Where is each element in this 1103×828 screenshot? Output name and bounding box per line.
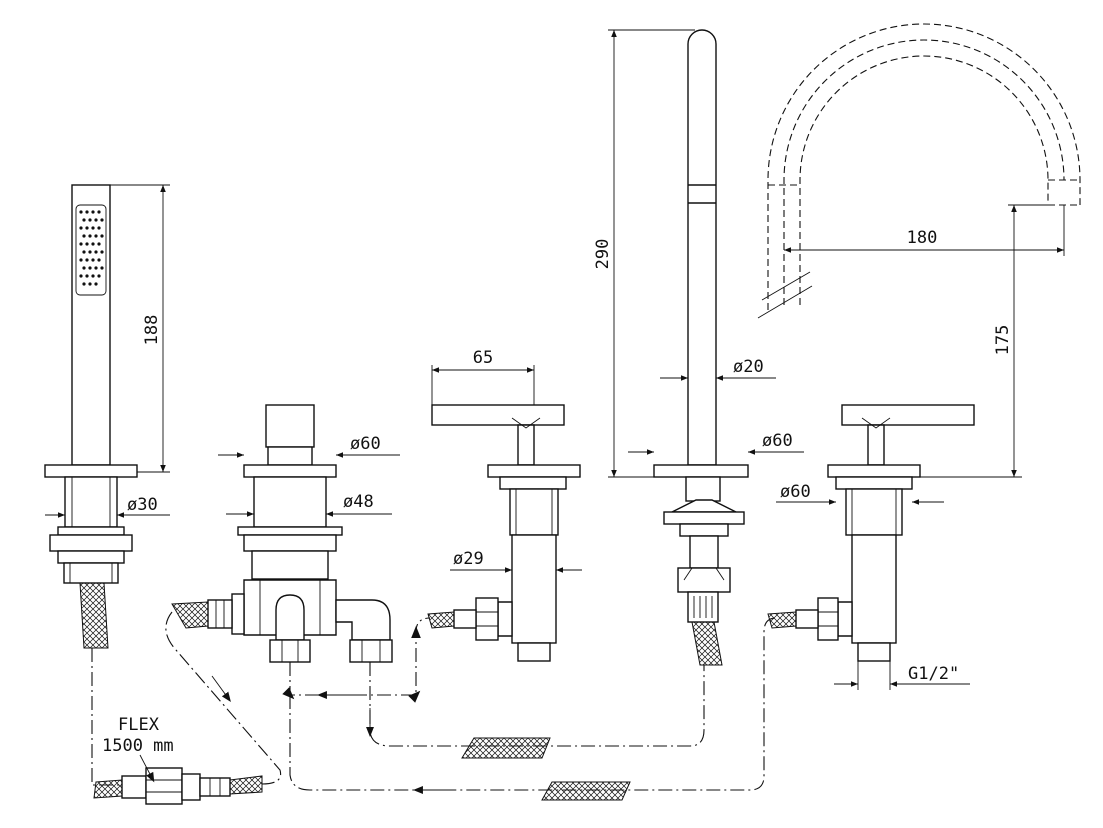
dimension-connection-thread: G1/2"	[834, 661, 970, 690]
dim-g12-label: G1/2"	[908, 664, 959, 684]
shower-head-nozzles	[79, 210, 104, 286]
dimension-valve-body: ø29	[450, 549, 582, 573]
dimension-spout-projection: 180	[784, 205, 1065, 256]
dimension-hand-shower-length: 188	[110, 184, 170, 473]
dim-29-label: ø29	[453, 549, 484, 569]
dimension-handle-length: 65	[431, 348, 535, 405]
dimension-spout-rosette: ø60	[628, 431, 804, 455]
spout	[653, 29, 749, 666]
dim-20-label: ø20	[733, 357, 764, 377]
dim-60-right-label: ø60	[780, 482, 811, 502]
dimension-spout-outlet-height: 175	[920, 204, 1048, 478]
dimension-diverter-rosette: ø60	[218, 434, 400, 458]
flex-length-label: 1500 mm	[102, 736, 174, 756]
dimension-spout-height: 290	[593, 29, 695, 478]
dim-65-label: 65	[473, 348, 493, 368]
dimension-hand-shower-diameter: ø30	[45, 495, 170, 518]
flex-hose-connector: FLEX 1500 mm	[93, 715, 263, 805]
left-valve	[427, 404, 581, 662]
dim-60-spout-label: ø60	[762, 431, 793, 451]
right-valve	[767, 404, 975, 662]
hose-routing	[91, 611, 777, 801]
flex-label: FLEX	[118, 715, 160, 735]
dimension-diverter-body: ø48	[226, 492, 392, 517]
dim-60-diverter-label: ø60	[350, 434, 381, 454]
dim-290-label: 290	[593, 239, 613, 270]
dim-188-label: 188	[142, 315, 162, 346]
dimension-spout-diameter: ø20	[660, 357, 776, 381]
dim-175-label: 175	[993, 325, 1013, 356]
dim-30-label: ø30	[127, 495, 158, 515]
dim-48-label: ø48	[343, 492, 374, 512]
spout-swivel-outline	[757, 23, 1081, 319]
dimension-right-valve-rosette: ø60	[776, 482, 944, 505]
dim-180-label: 180	[907, 228, 938, 248]
hand-shower	[44, 184, 138, 649]
